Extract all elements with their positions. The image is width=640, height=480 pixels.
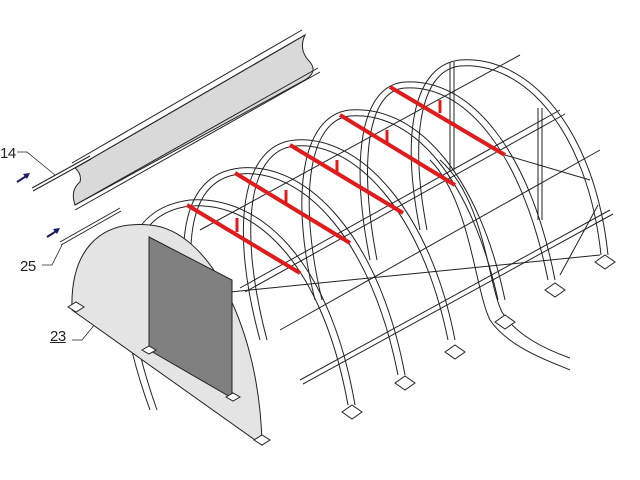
callout-23: 23	[50, 328, 66, 345]
callout-25: 25	[20, 258, 36, 275]
end-wall	[67, 223, 271, 446]
highlighted-ridge-bars	[185, 85, 507, 275]
base-plates	[341, 254, 616, 420]
flex-arch	[429, 159, 571, 371]
back-frame	[449, 62, 599, 276]
rod-14	[31, 155, 92, 192]
arrow-icon	[46, 228, 60, 238]
callout-14: 14	[0, 145, 16, 162]
rod-25	[59, 207, 122, 246]
cover-panel	[71, 29, 321, 211]
arrow-icon	[16, 173, 30, 183]
